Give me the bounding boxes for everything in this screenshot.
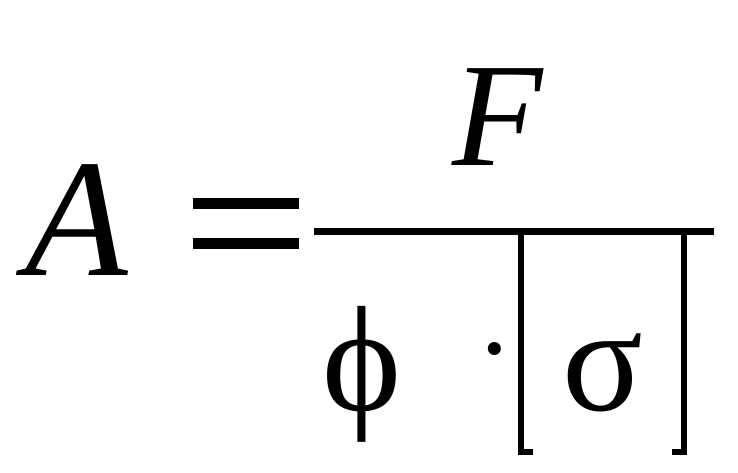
equals-bottom-bar <box>193 238 299 249</box>
equals-sign <box>193 198 299 249</box>
fraction-bar <box>314 228 714 235</box>
multiplication-dot: · <box>476 287 513 409</box>
variable-a: A <box>15 126 129 312</box>
right-bracket <box>672 229 687 455</box>
denominator-phi: ϕ <box>322 277 401 443</box>
denominator-sigma: σ <box>562 277 643 443</box>
square-brackets <box>518 229 687 455</box>
equals-top-bar <box>193 198 299 209</box>
left-bracket <box>518 229 533 455</box>
numerator-f: F <box>451 34 544 198</box>
